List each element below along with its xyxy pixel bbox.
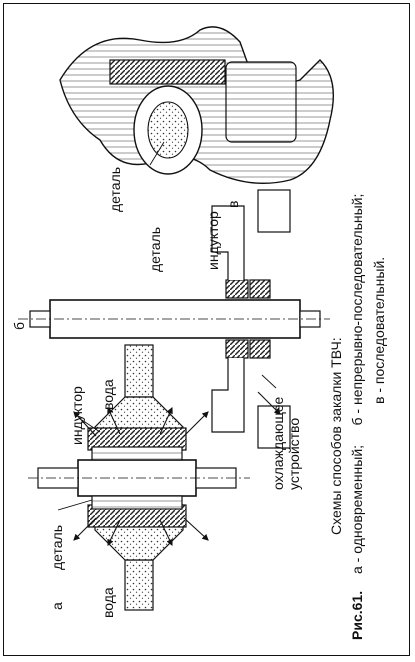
figure-caption-line2: в - последовательный.	[371, 257, 387, 404]
cooling-label-line1: охлаждающее	[270, 396, 286, 490]
cooling-b-top	[249, 279, 271, 299]
busbar-b-bottom	[211, 358, 245, 433]
figure-frame	[3, 3, 410, 656]
inductor-label-a: индуктор	[69, 386, 85, 445]
panel-a-diagram	[28, 344, 250, 611]
water-label-left: вода	[100, 587, 116, 618]
figure-caption-line1: а - одновременный; б - непрерывно-послед…	[349, 194, 365, 574]
panel-a-letter: а	[49, 602, 65, 610]
part-collar-right	[91, 495, 183, 510]
transformer-b-bottom	[257, 405, 291, 449]
water-pipe-right	[124, 344, 154, 398]
inductor-c-body	[109, 59, 226, 85]
inductor-label-b: индуктор	[205, 211, 221, 270]
water-pipe-left	[124, 559, 154, 611]
inductor-b-bottom	[225, 339, 249, 359]
panel-b-diagram	[18, 189, 330, 449]
cooling-label-line2: устройство	[286, 418, 302, 490]
figure-title: Схемы способов закалки ТВЧ:	[328, 337, 344, 535]
panel-c-diagram	[59, 26, 335, 184]
detail-label-c: деталь	[107, 167, 123, 212]
transformer-b-top	[257, 189, 291, 233]
journal-inner	[147, 101, 189, 159]
panel-b-letter: б	[11, 322, 27, 330]
cooling-b-bottom	[249, 339, 271, 359]
motor-c	[225, 61, 297, 143]
figure-number: Рис.61.	[349, 591, 365, 640]
part-collar-left	[91, 446, 183, 461]
detail-label-a: деталь	[49, 525, 65, 570]
spray-arrows-a	[73, 407, 209, 546]
water-label-right: вода	[100, 379, 116, 410]
busbar-b-top	[211, 205, 245, 280]
panel-c-letter: в	[225, 201, 241, 208]
detail-label-b: деталь	[147, 227, 163, 272]
inductor-b-top	[225, 279, 249, 299]
